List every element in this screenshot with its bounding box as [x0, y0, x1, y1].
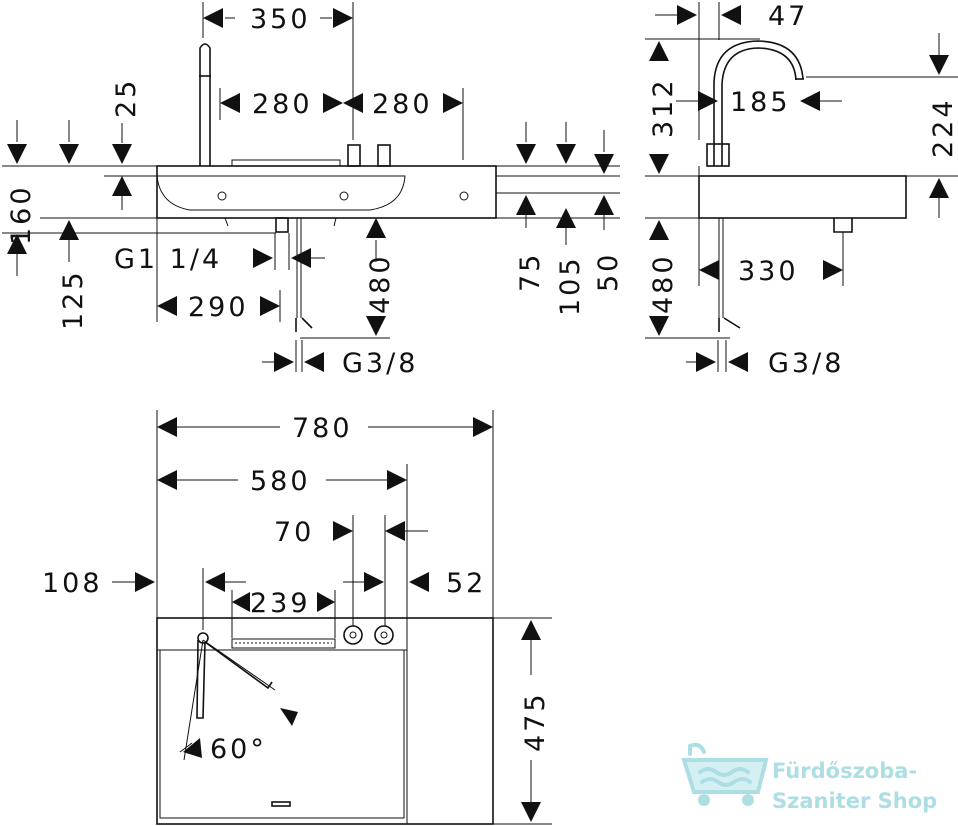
side-handle — [706, 143, 730, 167]
dim-108-label: 108 — [42, 568, 103, 599]
dim-185-label: 185 — [730, 87, 791, 118]
front-drain — [275, 217, 289, 233]
dim-350-label: 350 — [250, 4, 311, 35]
top-drain — [271, 801, 291, 807]
top-handle — [343, 625, 363, 645]
dim-70-label: 70 — [274, 517, 314, 548]
top-view: 60° 780 580 70 108 52 — [42, 410, 552, 825]
dim-290-label: 290 — [188, 292, 249, 323]
side-hose-fitting — [718, 317, 741, 332]
side-drain — [833, 218, 853, 233]
dim-g1-1-4-label: G1 1/4 — [114, 244, 222, 275]
front-handle — [347, 144, 361, 167]
dim-52-label: 52 — [446, 568, 486, 599]
dim-105-label: 105 — [555, 255, 586, 316]
watermark: Fürdőszoba- Szaniter Shop — [681, 742, 937, 813]
front-view: 350 280 280 25 160 125 — [2, 2, 624, 379]
dim-50-label: 50 — [593, 252, 624, 292]
top-handle — [374, 625, 394, 645]
overflow-hole — [339, 191, 349, 201]
dim-g3-8-side-label: G3/8 — [768, 348, 844, 379]
front-hose-fitting — [295, 317, 313, 332]
dim-330-label: 330 — [738, 256, 799, 287]
dim-125-label: 125 — [58, 269, 89, 330]
front-spout — [199, 43, 211, 166]
top-bowl — [159, 650, 405, 819]
bathtub-icon — [681, 742, 769, 806]
dim-312-label: 312 — [648, 77, 679, 138]
watermark-line1: Fürdőszoba- — [772, 759, 917, 783]
dim-280-left-label: 280 — [252, 89, 313, 120]
dim-780-label: 780 — [292, 413, 353, 444]
front-basin-bowl — [156, 175, 406, 211]
dim-47-label: 47 — [768, 1, 808, 32]
overflow-hole — [459, 191, 469, 201]
watermark-line2: Szaniter Shop — [772, 789, 937, 813]
top-basin-outline — [156, 617, 494, 825]
dim-480-front-label: 480 — [365, 253, 396, 314]
side-basin-outline — [698, 175, 907, 219]
side-spout — [713, 40, 804, 166]
dim-280-right-label: 280 — [372, 89, 433, 120]
side-view: 47 312 185 224 480 330 — [645, 1, 958, 379]
dim-g3-8-front-label: G3/8 — [342, 348, 418, 379]
dim-224-label: 224 — [928, 97, 958, 158]
top-grille — [231, 638, 336, 649]
front-handle — [377, 144, 391, 167]
dim-480-side-label: 480 — [648, 253, 679, 314]
overflow-hole — [217, 191, 227, 201]
dim-75-label: 75 — [515, 252, 546, 292]
front-grille — [231, 159, 341, 167]
dim-475-label: 475 — [520, 691, 551, 752]
dim-580-label: 580 — [250, 466, 311, 497]
dim-25-label: 25 — [111, 78, 142, 118]
dim-angle-label: 60° — [210, 734, 267, 765]
dim-160-label: 160 — [6, 184, 37, 245]
dim-239-label: 239 — [250, 588, 311, 619]
